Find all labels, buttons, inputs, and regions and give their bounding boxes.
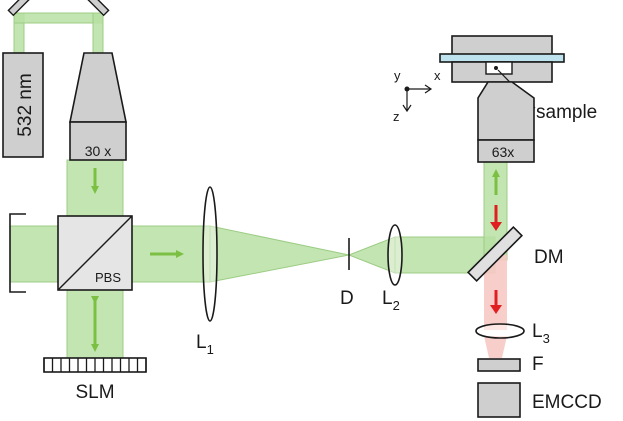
left-bracket xyxy=(9,213,26,293)
beam-emission-focus xyxy=(484,336,507,358)
lens-l3-shape xyxy=(475,323,525,339)
lens-l2-shape xyxy=(387,224,403,286)
pbs-label: PBS xyxy=(95,270,121,285)
beam-left xyxy=(9,225,59,283)
objective-63x-cone xyxy=(477,81,535,141)
slm-pixels xyxy=(43,358,147,372)
camera-label: EMCCD xyxy=(532,392,602,413)
laser-label: 532 nm xyxy=(15,73,36,136)
lens-l3-label: L3 xyxy=(532,321,550,346)
dm-plate xyxy=(466,225,524,283)
camera-body xyxy=(477,382,521,418)
axis-triad: x y z xyxy=(393,68,441,124)
objective-63x-barrel xyxy=(477,139,535,163)
laser-body xyxy=(2,52,44,158)
axis-x-label: x xyxy=(434,68,441,83)
lens-l1: L1 xyxy=(196,186,218,357)
spatial-light-modulator: SLM xyxy=(43,357,147,403)
diaphragm: D xyxy=(340,238,354,309)
mirror-left xyxy=(7,0,32,17)
lens-l2: L2 xyxy=(382,224,403,313)
filter-plate xyxy=(477,358,521,372)
filter: F xyxy=(477,354,544,375)
sample-dot-icon xyxy=(494,66,498,70)
polarizing-beam-splitter: PBS xyxy=(57,215,133,291)
beam-converging xyxy=(209,225,350,283)
emccd-camera: EMCCD xyxy=(477,382,602,418)
axis-z-label: z xyxy=(393,109,400,124)
slm-label: SLM xyxy=(75,382,114,403)
expander-cone xyxy=(69,52,127,123)
axis-x-arrow-icon xyxy=(424,84,433,94)
lens-l1-label: L1 xyxy=(196,332,214,357)
objective-30x-label: 30 x xyxy=(85,143,111,159)
diaphragm-label: D xyxy=(340,288,354,309)
objective-30x: 30 x xyxy=(69,52,127,161)
axis-z-arrow-icon xyxy=(402,104,412,113)
sample-slide xyxy=(439,53,565,63)
lens-l1-shape xyxy=(202,186,218,322)
arrow-down-red-2-head-icon xyxy=(490,305,502,314)
axis-y-label: y xyxy=(394,68,401,83)
objective-63x-label: 63x xyxy=(492,144,515,160)
beam-to-expander xyxy=(92,12,104,54)
dichroic-mirror: DM xyxy=(466,225,564,283)
beam-to-dm xyxy=(394,236,496,274)
sample-well xyxy=(485,61,513,75)
sample-label: sample xyxy=(536,102,597,123)
beam-top-horizontal xyxy=(13,12,104,24)
mirror-right xyxy=(85,0,110,17)
filter-label: F xyxy=(532,354,544,375)
lens-l3: L3 xyxy=(475,321,550,346)
pbs-diagonal xyxy=(57,215,133,291)
objective-63x: 63x sample xyxy=(439,35,597,163)
dm-label: DM xyxy=(534,247,564,268)
lens-l2-label: L2 xyxy=(382,288,400,313)
stage-top xyxy=(451,35,553,57)
laser-source: 532 nm xyxy=(2,52,44,158)
expander-barrel xyxy=(69,121,127,161)
arrow-down-red-head-icon xyxy=(490,222,502,231)
